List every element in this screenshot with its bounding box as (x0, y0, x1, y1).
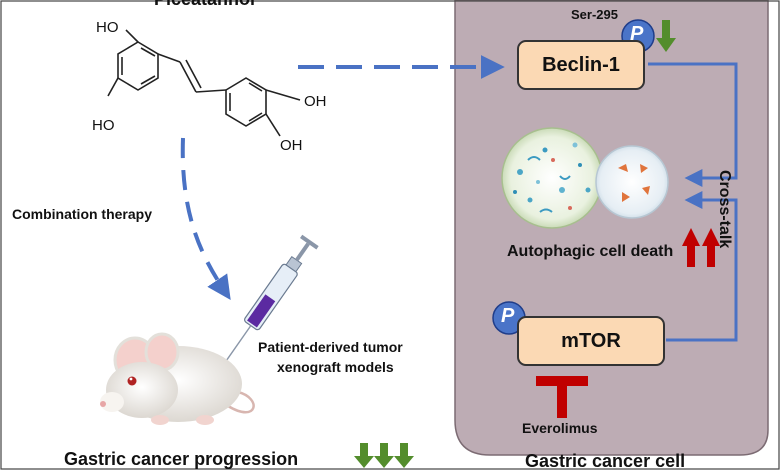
mouse-icon (100, 332, 255, 425)
crosstalk-connectors (648, 62, 738, 342)
up-arrows-autophagy-icon (682, 228, 720, 267)
lysosome-icon (595, 145, 669, 219)
xenograft-label-line1: Patient-derived tumor (258, 339, 403, 355)
down-arrow-beclin-icon (656, 20, 676, 52)
substituent-label: HO (92, 117, 115, 134)
down-arrows-progression-icon (354, 443, 414, 468)
substituent-label: HO (96, 19, 119, 36)
crosstalk-label: Cross-talk (716, 170, 733, 249)
autophagy-label: Autophagic cell death (507, 243, 674, 260)
phospho-symbol-mtor: P (501, 305, 515, 327)
substituent-label: OH (304, 93, 327, 110)
phospho-site-label: Ser-295 (571, 7, 618, 22)
cell-title: Gastric cancer cell (525, 451, 686, 470)
phospho-symbol-beclin: P (630, 23, 644, 45)
substituent-label: OH (280, 137, 303, 154)
beclin-1-node: Beclin-1 (517, 40, 645, 90)
mtor-node: mTOR (517, 316, 665, 366)
xenograft-label-line2: xenograft models (277, 359, 394, 375)
compound-name: Piceatannol (154, 0, 255, 10)
piceatannol-structure (107, 29, 301, 137)
everolimus-label: Everolimus (522, 420, 598, 436)
dashed-arrow-to-mouse (180, 137, 231, 300)
inhibition-bar-icon (536, 376, 588, 418)
outcome-label: Gastric cancer progression (64, 449, 299, 469)
syringe-icon (226, 234, 319, 361)
combination-therapy-label: Combination therapy (12, 206, 153, 222)
autophagosome-icon (501, 127, 603, 229)
